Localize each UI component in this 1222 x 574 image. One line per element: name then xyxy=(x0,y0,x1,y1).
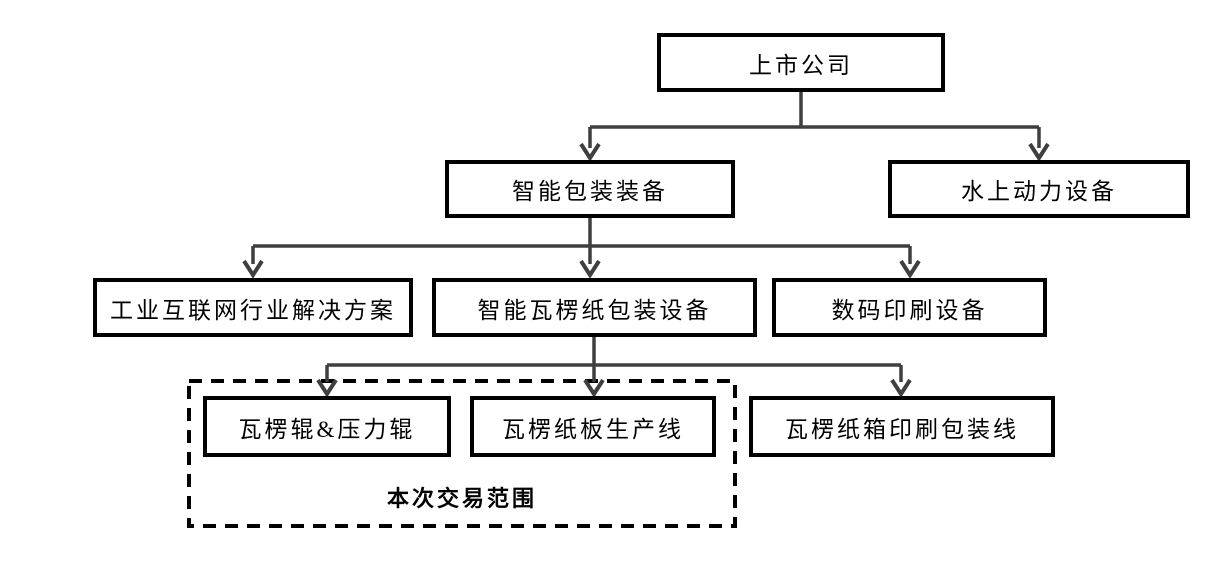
node-listed-company: 上市公司 xyxy=(657,33,945,92)
arrowhead-down xyxy=(579,259,601,279)
arrowhead-down xyxy=(579,142,601,162)
node-label: 水上动力设备 xyxy=(961,179,1117,204)
node-smart-corrugated-packaging-equipment: 智能瓦楞纸包装设备 xyxy=(432,278,757,337)
node-label: 瓦楞纸箱印刷包装线 xyxy=(785,416,1019,442)
arrowhead-down xyxy=(890,378,912,398)
connector-packaging-to-level3 xyxy=(242,218,921,279)
node-water-power-equipment: 水上动力设备 xyxy=(888,160,1190,218)
node-label: 瓦楞辊&压力辊 xyxy=(238,416,416,442)
node-smart-packaging-equipment: 智能包装装备 xyxy=(445,160,735,218)
node-label: 智能瓦楞纸包装设备 xyxy=(477,297,712,323)
node-label: 数码印刷设备 xyxy=(831,297,988,323)
node-label: 瓦楞纸板生产线 xyxy=(502,416,684,442)
arrowhead-down xyxy=(899,259,921,279)
arrowhead-down xyxy=(316,378,338,398)
node-label: 工业互联网行业解决方案 xyxy=(110,297,396,323)
transaction-scope-label: 本次交易范围 xyxy=(386,486,537,511)
arrowhead-down xyxy=(583,378,605,398)
node-digital-printing-equipment: 数码印刷设备 xyxy=(772,278,1047,337)
node-corrugated-box-printing-packaging-line: 瓦楞纸箱印刷包装线 xyxy=(749,396,1055,457)
node-label: 智能包装装备 xyxy=(512,179,668,204)
arrowhead-down xyxy=(242,259,264,279)
transaction-scope-dashed-border xyxy=(187,379,737,528)
node-corrugated-board-production-line: 瓦楞纸板生产线 xyxy=(470,396,716,457)
node-industrial-internet-solutions: 工业互联网行业解决方案 xyxy=(93,278,413,337)
node-label: 上市公司 xyxy=(749,52,853,78)
node-corrugated-roller-pressure-roller: 瓦楞辊&压力辊 xyxy=(203,396,451,457)
connector-corrugated-to-level4 xyxy=(316,337,912,398)
arrowhead-down xyxy=(1028,142,1050,162)
connector-root-to-level2 xyxy=(579,92,1050,162)
